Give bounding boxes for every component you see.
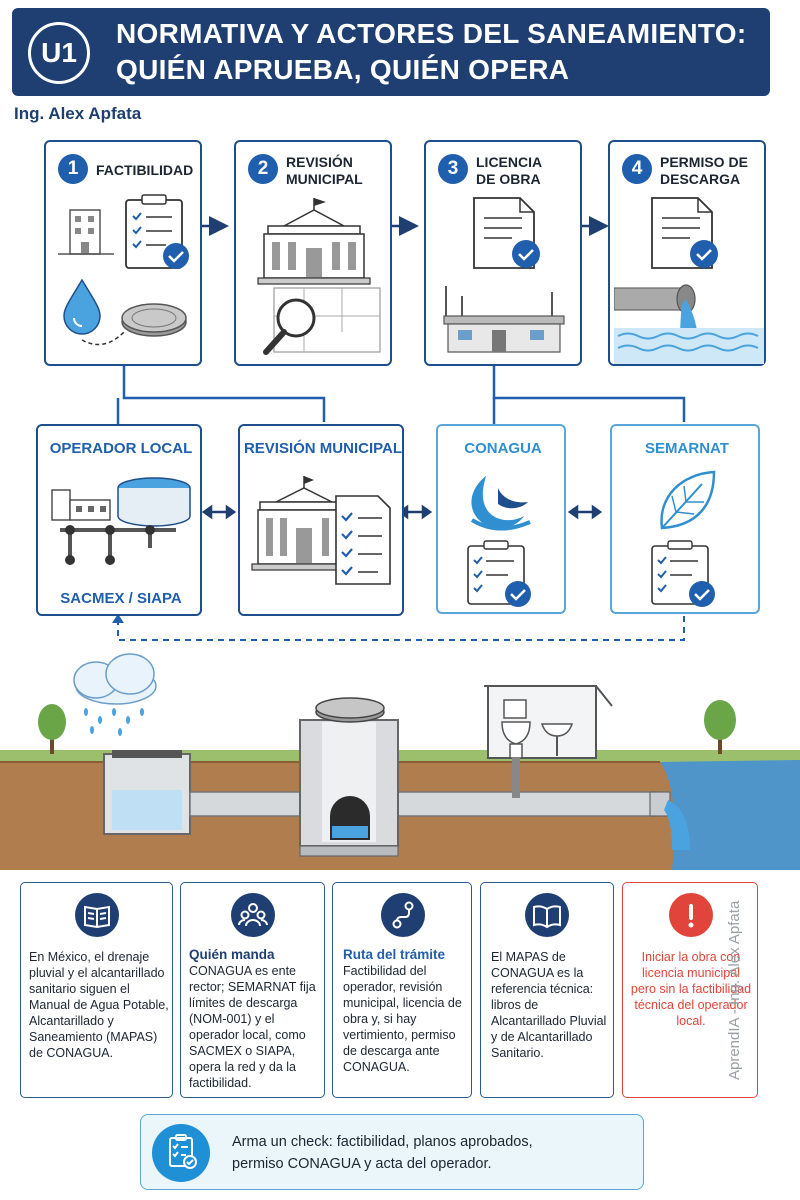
page-title: NORMATIVA Y ACTORES DEL SANEAMIENTO: QUI… (116, 16, 756, 88)
card-heading: Ruta del trámite (343, 947, 446, 962)
step-number: 1 (58, 154, 88, 184)
leaf-checklist-illustration (651, 470, 716, 607)
step-label: FACTIBILIDAD (96, 162, 194, 178)
step-factibilidad: 1 FACTIBILIDAD (44, 140, 202, 366)
rain-cloud (73, 653, 157, 736)
actor-semarnat: SEMARNAT (610, 424, 760, 614)
card-body: El MAPAS de CONAGUA es la referencia téc… (491, 950, 607, 1060)
info-card-quien-manda: Quién manda CONAGUA es ente rector; SEMA… (180, 882, 325, 1098)
actor-conagua: CONAGUA (436, 424, 566, 614)
actor-label: OPERADOR LOCAL (49, 440, 193, 457)
card-body: CONAGUA es ente rector; SEMARNAT fija lí… (189, 964, 316, 1090)
book-icon (75, 893, 119, 937)
actor-arrows (201, 504, 603, 520)
card-body: En México, el drenaje pluvial y el alcan… (29, 950, 169, 1060)
info-card-mapas: En México, el drenaje pluvial y el alcan… (20, 882, 173, 1098)
toilet (501, 699, 531, 759)
link-steps34 (492, 366, 686, 422)
actor-sublabel: SACMEX / SIAPA (60, 590, 182, 607)
treatment-plant-illustration (51, 477, 191, 565)
factibilidad-illustration (58, 194, 189, 346)
unit-badge: U1 (28, 22, 90, 84)
city-hall-checklist-illustration (251, 476, 391, 585)
actor-revision-municipal: REVISIÓN MUNICIPAL (238, 424, 404, 616)
step-number: 3 (438, 154, 468, 184)
info-card-warning: Iniciar la obra con licencia municipal p… (622, 882, 758, 1098)
route-icon (381, 893, 425, 937)
card-body: Factibilidad del operador, revisión muni… (343, 964, 462, 1074)
flow-connectors (112, 216, 686, 641)
warning-icon (669, 893, 713, 937)
checklist-callout (140, 1114, 644, 1190)
step-number: 2 (248, 154, 278, 184)
actor-label: REVISIÓN MUNICIPAL (243, 440, 403, 457)
header-banner (12, 8, 770, 96)
discharge-illustration (614, 197, 764, 364)
link-steps12 (122, 366, 326, 422)
sink (540, 723, 574, 756)
construction-illustration (443, 197, 565, 353)
checklist-text: Arma un check: factibilidad, planos apro… (232, 1134, 533, 1172)
people-icon (231, 893, 275, 937)
actor-label: SEMARNAT (645, 440, 729, 457)
title-line-1: NORMATIVA Y ACTORES DEL SANEAMIENTO: (116, 18, 747, 49)
title-line-2: QUIÉN APRUEBA, QUIÉN OPERA (116, 54, 570, 85)
info-card-ruta-tramite: Ruta del trámite Factibilidad del operad… (332, 882, 472, 1098)
tree-right (704, 700, 736, 754)
actor-operador-local: OPERADOR LOCAL SACMEX / SIAPA (36, 424, 202, 616)
return-dashed-line (117, 616, 685, 641)
sewer-cross-section-illustration (0, 653, 800, 870)
author-name: Ing. Alex Apfata (14, 104, 142, 123)
credit-text: AprendIA - Ing. Alex Apfata (726, 900, 743, 1080)
card-heading: Quién manda (189, 947, 275, 962)
conagua-logo-checklist (467, 476, 531, 607)
card-body: Iniciar la obra con licencia municipal p… (630, 950, 752, 1028)
open-book-icon (525, 893, 569, 937)
actor-label: CONAGUA (464, 440, 542, 457)
municipal-building-illustration (257, 198, 381, 355)
step-number: 4 (622, 154, 652, 184)
info-card-referencia-tecnica: El MAPAS de CONAGUA es la referencia téc… (480, 882, 614, 1098)
tree-left (38, 704, 66, 754)
clipboard-check-icon (152, 1124, 210, 1182)
